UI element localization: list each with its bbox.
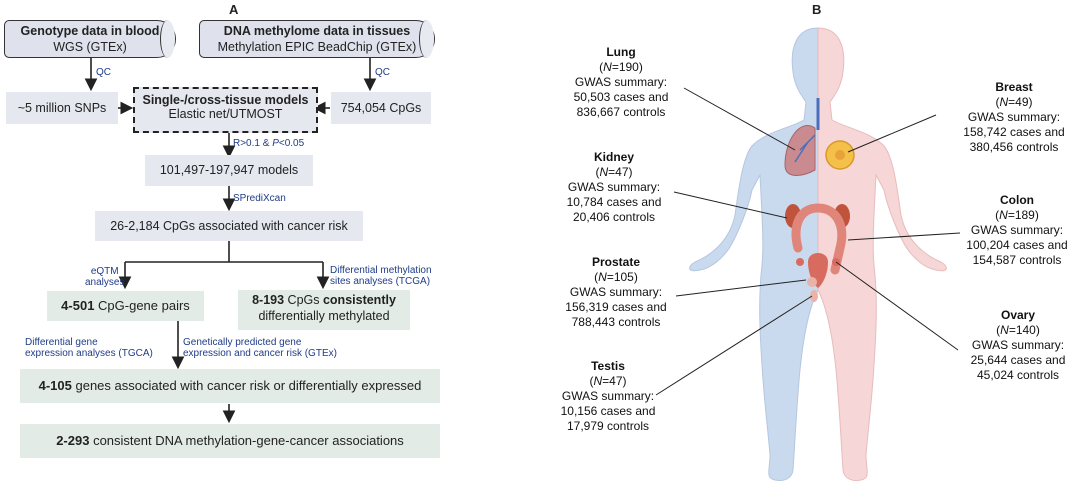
kidney-label: Kidney (N=47) GWAS summary:10,784 cases … xyxy=(566,150,662,224)
qc-left-label: QC xyxy=(96,67,111,78)
cancer-cpgs-box: 26-2,184 CpGs associated with cancer ris… xyxy=(95,211,363,241)
prostate-label: Prostate (N=105) GWAS summary:156,319 ca… xyxy=(565,255,667,329)
ovary-label: Ovary (N=140) GWAS summary:25,644 cases … xyxy=(970,308,1066,382)
methylome-subtitle: Methylation EPIC BeadChip (GTEx) xyxy=(217,40,417,54)
genotype-data-cylinder: Genotype data in blood WGS (GTEx) xyxy=(4,20,176,58)
body-figure xyxy=(689,27,947,481)
methylome-data-cylinder: DNA methylome data in tissues Methylatio… xyxy=(199,20,435,58)
sprediXcan-label: SPrediXcan xyxy=(233,193,286,204)
models-subtitle: Elastic net/UTMOST xyxy=(168,107,283,121)
prostate-organ xyxy=(807,277,817,287)
pairs-box: 4-501 CpG-gene pairs xyxy=(47,291,204,321)
panel-b-letter: B xyxy=(812,2,822,17)
testis-organ xyxy=(810,290,818,302)
threshold-label: R>0.1 & P<0.05 xyxy=(233,138,305,149)
model-count-box: 101,497-197,947 models xyxy=(145,155,313,186)
cpgs-box: 754,054 CpGs xyxy=(331,92,431,124)
colon-label: Colon (N=189) GWAS summary:100,204 cases… xyxy=(966,193,1068,267)
breast-organ xyxy=(825,140,855,170)
genotype-subtitle: WGS (GTEx) xyxy=(53,40,127,54)
models-box: Single-/cross-tissue models Elastic net/… xyxy=(133,87,318,133)
methylome-title: DNA methylome data in tissues xyxy=(223,24,411,38)
breast-label: Breast (N=49) GWAS summary:158,742 cases… xyxy=(963,80,1065,154)
genotype-title: Genotype data in blood xyxy=(20,24,160,38)
consistent-box: 8-193 CpGs consistently differentially m… xyxy=(238,290,410,330)
lung-label: Lung (N=190) GWAS summary:50,503 cases a… xyxy=(573,45,669,119)
testis-label: Testis (N=47) GWAS summary:10,156 cases … xyxy=(560,359,656,433)
genes-box: 4-105 genes associated with cancer risk … xyxy=(20,369,440,403)
lung-organ xyxy=(784,98,820,176)
panel-a-letter: A xyxy=(229,2,239,17)
models-title: Single-/cross-tissue models xyxy=(142,93,309,107)
snps-box: ~5 million SNPs xyxy=(6,92,118,124)
qc-right-label: QC xyxy=(375,67,390,78)
colon-organ xyxy=(791,203,847,275)
final-box: 2-293 consistent DNA methylation-gene-ca… xyxy=(20,424,440,458)
